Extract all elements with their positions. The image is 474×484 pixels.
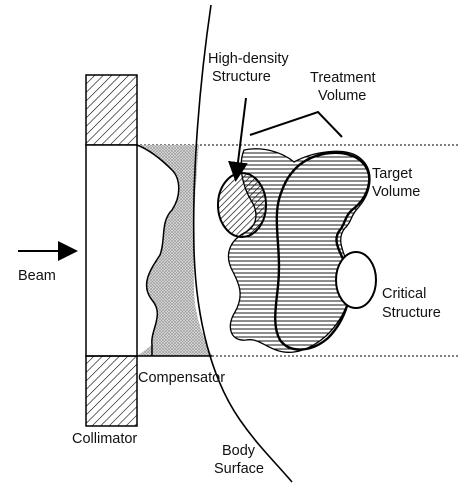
label-treatment-line2: Volume	[318, 88, 366, 104]
label-body-line1: Body	[222, 443, 256, 459]
label-compensator: Compensator	[138, 370, 225, 386]
target-volume	[274, 151, 371, 351]
high-density-pointer	[228, 97, 248, 182]
label-high-density-line1: High-density	[208, 51, 289, 67]
collimator-opening	[85, 144, 138, 357]
collimator-block-bottom	[85, 355, 138, 427]
label-target-line1: Target	[372, 166, 412, 182]
collimator-block-top	[85, 74, 138, 146]
compensator-profile	[136, 144, 180, 356]
label-beam: Beam	[18, 268, 56, 284]
body-surface	[192, 4, 293, 483]
label-critical-line2: Structure	[382, 305, 441, 321]
compensator	[137, 145, 212, 356]
label-body-line2: Surface	[214, 461, 264, 477]
label-critical-line1: Critical	[382, 286, 426, 302]
label-collimator: Collimator	[72, 431, 137, 447]
critical-structure	[335, 251, 377, 309]
label-target-line2: Volume	[372, 184, 420, 200]
label-high-density-line2: Structure	[212, 69, 271, 85]
high-density-structure	[217, 172, 267, 238]
treatment-volume-pointer	[249, 110, 343, 138]
label-treatment-line1: Treatment	[310, 70, 376, 86]
